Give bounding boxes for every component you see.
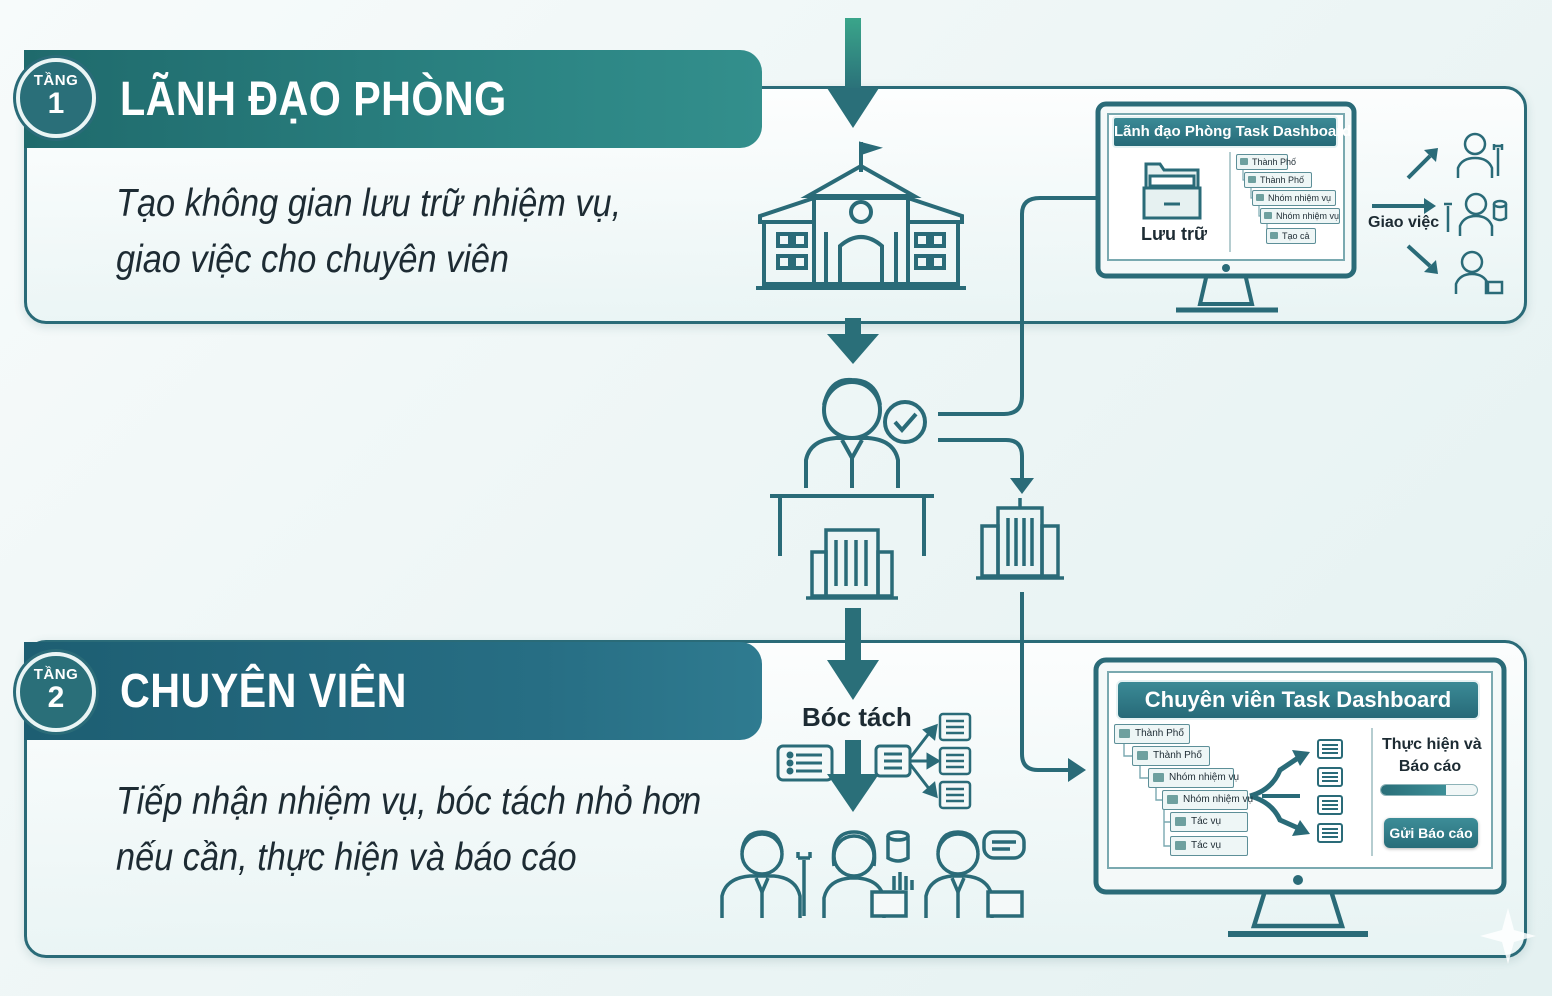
specialist-tree-node[interactable]: Nhóm nhiệm vụ (1148, 768, 1239, 788)
task-list-icon (776, 744, 834, 782)
office-tower-icon (806, 528, 898, 600)
branching-arrows-icon (1249, 750, 1310, 836)
leader-tree-node[interactable]: Tạo cả (1266, 228, 1316, 244)
government-building-icon (756, 141, 966, 290)
tier1-desc-line1: Tạo không gian lưu trữ nhiệm vụ, (116, 182, 622, 225)
tier1-title: LÃNH ĐẠO PHÒNG (120, 72, 507, 126)
tier1-banner: LÃNH ĐẠO PHÒNG (24, 50, 762, 148)
specialist-tree-node[interactable]: Thành Phố (1114, 724, 1190, 744)
specialist-dashboard-title: Chuyên viên Task Dashboard (1116, 680, 1480, 720)
perform-label-line2: Báo cáo (1398, 758, 1462, 775)
report-progress-fill (1381, 785, 1447, 795)
staff-with-wrench-icon (1456, 132, 1504, 178)
perform-report-label: Thực hiện và Báo cáo (1382, 734, 1482, 778)
task-list-icon (874, 744, 912, 778)
tier2-desc-line1: Tiếp nhận nhiệm vụ, bóc tách nhỏ hơn (116, 780, 702, 823)
connector-to-branch (938, 438, 1024, 484)
connector-to-specialist-dashboard (1020, 592, 1074, 772)
leader-tree-node[interactable]: Thành Phố (1244, 172, 1312, 188)
specialist-tree-node[interactable]: Nhóm nhiệm vụ (1162, 790, 1253, 810)
specialist-tree-node[interactable]: Tác vụ (1170, 836, 1248, 856)
specialist-tree-node[interactable]: Thành Phố (1132, 746, 1210, 766)
storage-label: Lưu trữ (1141, 224, 1208, 244)
branch-building-icon (976, 498, 1064, 580)
staff-with-database-icon (1444, 192, 1508, 236)
tier2-description: Tiếp nhận nhiệm vụ, bóc tách nhỏ hơn nếu… (116, 774, 701, 886)
connector-to-leader-dashboard (938, 196, 1098, 416)
split-label: Bóc tách (802, 702, 912, 732)
worker-with-laptop-icon (822, 830, 914, 918)
report-progress-bar (1380, 784, 1478, 796)
tier2-badge-number: 2 (47, 681, 65, 714)
tier1-badge-number: 1 (47, 87, 65, 120)
officer-at-desk-icon (770, 377, 934, 556)
tier2-desc-line2: nếu cần, thực hiện và báo cáo (116, 836, 577, 879)
specialist-tree-lines (1123, 742, 1170, 847)
worker-with-wrench-icon (720, 830, 812, 918)
arrow-split-icon (827, 740, 879, 812)
assign-label: Giao việc (1368, 214, 1440, 231)
tier2-badge-word: TẦNG (33, 666, 79, 683)
leader-dashboard-title: Lãnh đạo Phòng Task Dashboard (1112, 116, 1351, 148)
worker-with-chat-icon (924, 830, 1026, 918)
arrow-to-officer-icon (827, 318, 879, 364)
assign-arrow-icon (1372, 148, 1438, 274)
leader-tree-node[interactable]: Thành Phố (1236, 154, 1296, 170)
send-report-button[interactable]: Gửi Báo cáo (1384, 818, 1478, 848)
tier1-badge-word: TẦNG (33, 72, 79, 89)
tier1-desc-line2: giao việc cho chuyên viên (116, 238, 510, 281)
leader-tree-node[interactable]: Nhóm nhiệm vụ (1252, 190, 1336, 206)
arrow-top-icon (827, 18, 879, 128)
report-list-icon (1317, 739, 1343, 843)
specialist-tree-node[interactable]: Tác vụ (1170, 812, 1248, 832)
tier1-description: Tạo không gian lưu trữ nhiệm vụ, giao vi… (116, 176, 621, 288)
tier2-badge: TẦNG 2 (16, 652, 96, 732)
staff-with-laptop-icon (1454, 250, 1504, 295)
split-arrows-icon (908, 723, 941, 799)
perform-label-line1: Thực hiện và (1382, 736, 1482, 753)
arrow-to-tier2-icon (827, 608, 879, 700)
storage-folder-icon (1142, 162, 1202, 220)
sparkle-icon (1480, 908, 1536, 964)
leader-tree-node[interactable]: Nhóm nhiệm vụ (1260, 208, 1340, 224)
subtask-list-icon (938, 712, 972, 810)
tier2-title: CHUYÊN VIÊN (120, 664, 407, 718)
tier1-badge: TẦNG 1 (16, 58, 96, 138)
tier2-banner: CHUYÊN VIÊN (24, 642, 762, 740)
